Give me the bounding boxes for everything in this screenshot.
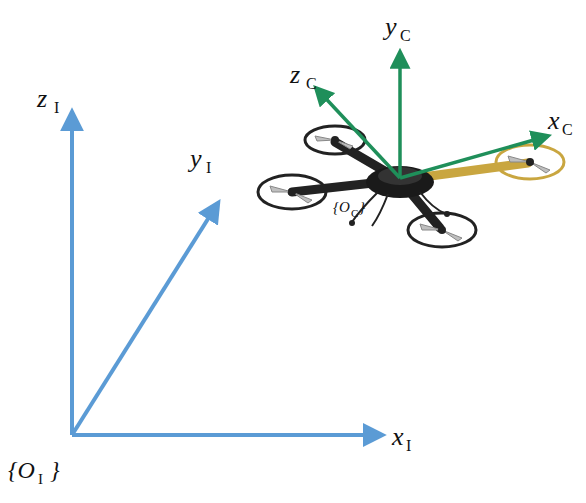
axis-letter: z [37, 86, 47, 112]
axis-subscript: C [400, 28, 411, 44]
axis-subscript: C [562, 122, 573, 138]
origin-label: } [50, 458, 60, 482]
axis-letter: y [385, 14, 397, 40]
axis-subscript: I [54, 100, 59, 116]
axis-subscript: I [206, 160, 211, 176]
axis-letter: y [190, 146, 202, 172]
quadrotor-drone [258, 126, 564, 247]
axis-letter: x [392, 424, 404, 450]
origin-label: } [359, 200, 365, 215]
axis-subscript: C [306, 76, 317, 92]
origin-label: {O [333, 200, 350, 215]
origin-label: {O [8, 458, 35, 482]
axis-subscript: I [406, 438, 411, 454]
axis-letter: x [548, 108, 560, 134]
inertial-axes [72, 112, 382, 435]
origin-subscript: C [351, 208, 358, 219]
axis-letter: z [290, 62, 300, 88]
body-axes [316, 52, 548, 178]
origin-subscript: I [38, 472, 43, 487]
